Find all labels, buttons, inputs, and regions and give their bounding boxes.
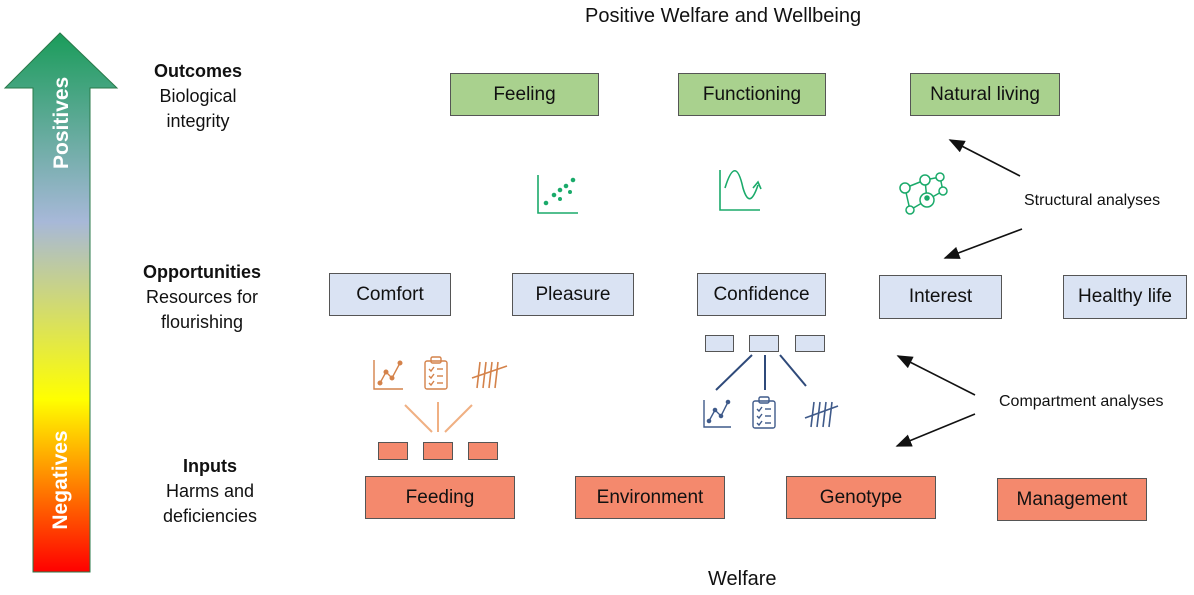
level-line: Harms and	[165, 481, 255, 501]
input-feeding: Feeding	[365, 476, 515, 519]
small-input-box	[423, 442, 453, 460]
small-input-box	[468, 442, 498, 460]
input-environment: Environment	[575, 476, 725, 519]
network-icon	[899, 172, 948, 215]
level-opportunities: Opportunities Resources for flourishing	[122, 260, 282, 335]
diagram-bottom-title: Welfare	[708, 568, 777, 590]
level-inputs: Inputs Harms and deficiencies	[140, 454, 280, 529]
structural-analyses-label: Structural analyses	[1024, 192, 1161, 209]
level-outcomes: Outcomes Biological integrity	[128, 59, 268, 134]
outcome-natural-living: Natural living	[910, 73, 1060, 116]
line-chart-icon	[373, 360, 403, 390]
level-title: Outcomes	[153, 61, 243, 81]
orange-connector-lines	[404, 402, 473, 433]
small-input-box	[378, 442, 408, 460]
clipboard-checklist-icon	[424, 356, 448, 390]
opportunity-comfort: Comfort	[329, 273, 451, 316]
input-genotype: Genotype	[786, 476, 936, 519]
tally-marks-icon	[471, 361, 508, 389]
input-management: Management	[997, 478, 1147, 521]
scatter-plot-icon	[537, 175, 578, 214]
opportunity-pleasure: Pleasure	[512, 273, 634, 316]
opportunity-healthy-life: Healthy life	[1063, 275, 1187, 319]
tally-marks-icon	[804, 401, 839, 428]
opportunity-interest: Interest	[879, 275, 1002, 319]
diagram-top-title: Positive Welfare and Wellbeing	[585, 5, 862, 27]
outcome-feeling: Feeling	[450, 73, 599, 116]
trend-wave-icon	[719, 169, 762, 211]
compartment-analyses-label: Compartment analyses	[999, 393, 1164, 410]
opportunity-confidence: Confidence	[697, 273, 826, 316]
small-opportunity-box	[749, 335, 779, 352]
outcome-functioning: Functioning	[678, 73, 826, 116]
level-line: deficiencies	[162, 506, 258, 526]
level-line: integrity	[166, 111, 230, 131]
small-opportunity-box	[705, 335, 734, 352]
blue-connector-lines	[715, 354, 807, 391]
level-title: Inputs	[183, 456, 237, 476]
small-opportunity-box	[795, 335, 825, 352]
level-line: Biological	[159, 86, 237, 106]
level-line: Resources for	[145, 287, 259, 307]
level-title: Opportunities	[143, 262, 261, 282]
clipboard-checklist-icon	[752, 396, 776, 429]
level-line: flourishing	[160, 312, 244, 332]
structural-arrows	[943, 139, 1023, 259]
line-chart-icon	[703, 399, 731, 428]
compartment-arrows	[895, 355, 976, 447]
